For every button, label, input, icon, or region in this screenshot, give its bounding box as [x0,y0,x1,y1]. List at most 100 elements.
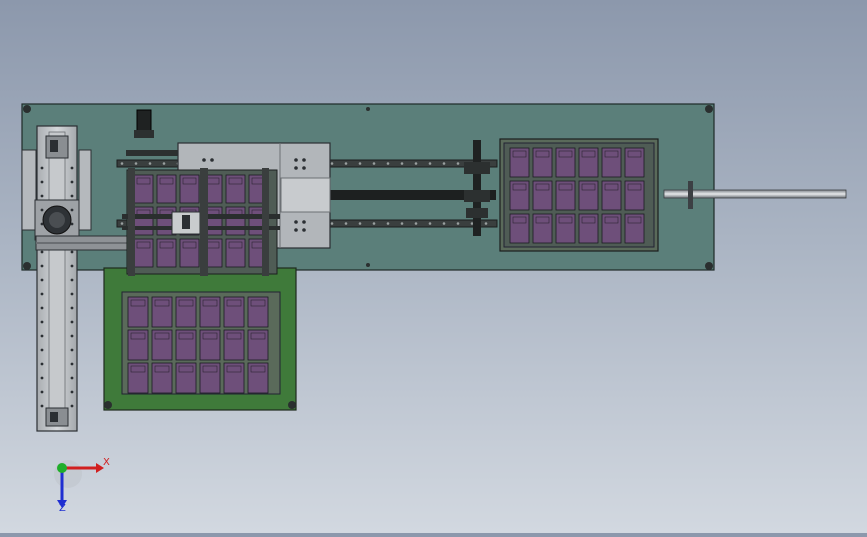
tray-cell [199,329,221,361]
bolt [70,348,74,352]
rail-hole [344,222,348,225]
bolt [40,390,44,394]
tray-cell [223,362,245,394]
bolt [70,292,74,296]
tray-cell [225,206,246,236]
bolt [40,278,44,282]
bolt [70,362,74,366]
tray-cell [509,147,530,178]
tray-cell [223,329,245,361]
x-axis-arrowhead [96,463,104,473]
tray-cell [127,296,149,328]
tray-cell [156,174,177,204]
tray-cell [156,238,177,268]
tray-cell [133,174,154,204]
bolt [70,194,74,198]
tray-cell [199,296,221,328]
bolt [40,180,44,184]
bolt [40,376,44,380]
tray-cell [247,362,269,394]
tray-cell [133,238,154,268]
x-axis-label: X [103,457,110,468]
rail-hole [162,162,166,165]
rail-hole [344,162,348,165]
tray-cell [555,147,576,178]
lower-tray-cells [127,296,269,394]
bolt [70,320,74,324]
tray-cell [532,213,553,244]
tray-cell [601,213,622,244]
bolt [40,222,44,226]
z-axis-label: Z [59,503,66,514]
guide-rod[interactable] [663,181,847,209]
rail-hole [148,162,152,165]
vertical-linear-module[interactable] [21,125,92,432]
tray-cell [601,147,622,178]
tray-cell [175,362,197,394]
bolt [70,222,74,226]
tray-cell [127,329,149,361]
bolt [70,208,74,212]
bolt [70,306,74,310]
tray-cell [225,238,246,268]
bolt [70,376,74,380]
bolt [70,390,74,394]
z-axis-arrowhead [57,500,67,508]
bolt [40,292,44,296]
tray-cell [555,213,576,244]
rail-hole [456,162,460,165]
tray-cell [624,147,645,178]
tray-cell [179,174,200,204]
servo-motor[interactable] [126,109,182,156]
tray-cell [179,238,200,268]
rail-hole [120,162,124,165]
tray-cell [601,180,622,211]
tray-cell [578,213,599,244]
bolt [70,166,74,170]
tray-cell [624,180,645,211]
bolt [40,362,44,366]
rail-hole [330,162,334,165]
rail-hole [414,162,418,165]
y-axis-marker [57,463,67,473]
rail-hole [330,222,334,225]
bolt [40,264,44,268]
rail-hole [134,162,138,165]
tray-cell [578,180,599,211]
bolt [40,334,44,338]
rail-hole [358,162,362,165]
bolt [40,404,44,408]
bolt [40,250,44,254]
tray-cell [151,362,173,394]
tray-cell [133,206,154,236]
rail-hole [442,222,446,225]
bolt [70,250,74,254]
tray-cell [247,296,269,328]
rail-hole [428,162,432,165]
tray-cell [199,362,221,394]
tray-cell [223,296,245,328]
right-tray-cells [509,147,645,244]
tray-cell [151,296,173,328]
tray-cell [225,174,246,204]
rail-hole [120,222,124,225]
rail-hole [428,222,432,225]
rail-hole [386,162,390,165]
drive-shaft-assembly[interactable] [464,140,490,236]
tray-cell [175,329,197,361]
bolt [70,334,74,338]
rail-hole [372,222,376,225]
tray-cell [509,180,530,211]
gripper-assembly[interactable] [122,168,280,276]
rail-hole [484,222,488,225]
rail-hole [414,222,418,225]
bolt [40,194,44,198]
tray-cell [624,213,645,244]
tray-cell [532,147,553,178]
bolt [40,320,44,324]
bolt [40,348,44,352]
rail-hole [456,222,460,225]
tray-cell [175,296,197,328]
